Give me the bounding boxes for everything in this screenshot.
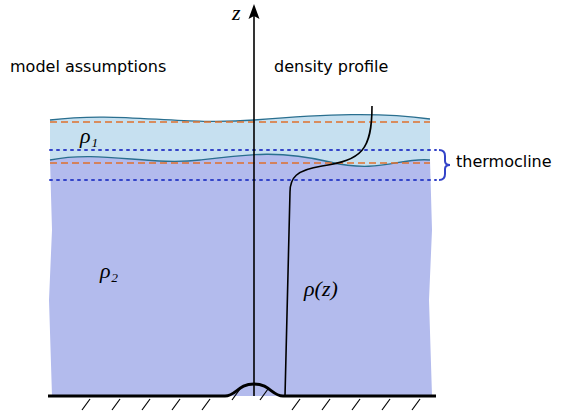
axis-label: z (232, 0, 241, 25)
thermocline-top (50, 149, 436, 151)
brace (439, 150, 450, 180)
z-axis (253, 16, 255, 396)
profile-label: ρ(z) (304, 276, 338, 301)
interface-wave (50, 154, 430, 166)
layer-density: ρ₁ (80, 123, 98, 148)
model-interface (50, 162, 430, 164)
layer-density: ρ₂ (100, 258, 118, 283)
floor-hatching (82, 389, 420, 410)
sea-floor (48, 384, 436, 396)
lower-layer (49, 154, 432, 396)
thermocline-bottom (50, 179, 436, 181)
z-arrowhead (249, 4, 260, 19)
surface-wave (50, 115, 430, 122)
panel-heading: model assumptions (10, 58, 166, 76)
region-label: thermocline (456, 153, 552, 171)
density-curve (285, 106, 372, 396)
panel-heading: density profile (274, 58, 388, 76)
model-surface (50, 121, 430, 123)
